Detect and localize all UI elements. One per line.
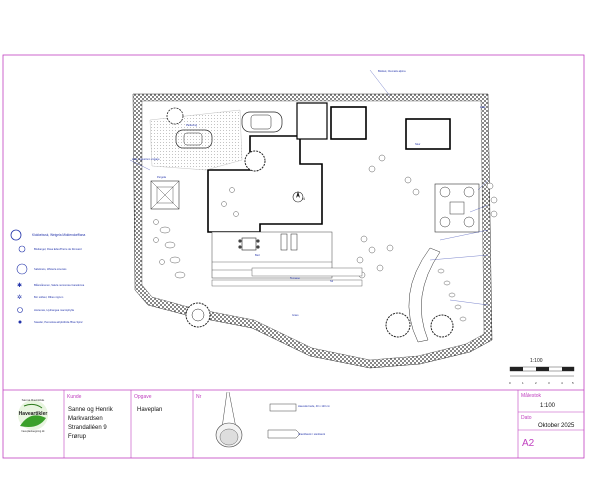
legend: Klokkebusk, Weigela Middendorffiana Blod… [10,229,85,324]
scale-tick: 4 [561,381,563,385]
format-value: A2 [522,438,535,449]
note-hedge: Hæk [480,105,486,109]
legend-item-5: Hortensie, Hydrangea macrophylla [34,308,74,312]
note-terrace: Terrasse [290,276,301,280]
loungers-icon [280,233,298,251]
bed-strip [251,267,363,277]
dining-table-icon [238,237,260,251]
scale-tick: 2 [535,381,537,385]
star-icon: ✱ [17,282,22,289]
kunde-line-1: Sanne og Henrik [68,407,114,413]
annex-building [405,118,451,150]
scale-tick: 0 [509,381,511,385]
legend-item-3: Blåsmånenen, Salvia nemorosa Caradonna [34,283,85,287]
shrub-dots [153,154,498,279]
scale-tick: 1 [522,381,524,385]
logo-sub: haveplanlaegning.dk [22,430,46,433]
legend-title: Klokkebusk, Weigela Middendorffiana [32,233,85,237]
tree-2 [244,150,266,172]
scale-label: 1:100 [530,358,543,364]
opgave-label: Opgave [134,394,152,400]
company-logo: Sanna Ravnkilde Haveartikler haveplanlae… [18,398,48,433]
tree-4 [430,314,454,338]
lawn-area [141,100,485,361]
dato-label: Dato [521,415,532,421]
north-label: N [302,196,305,201]
kunde-line-4: Frørup [68,434,87,440]
bench-symbol [267,429,301,439]
legend-item-6: Stauder, Perovskia atriplicifolia 'Blue … [34,320,84,324]
title-block: Sanna Ravnkilde Haveartikler haveplanlae… [3,389,584,458]
note-parking: Parkering [186,123,198,127]
path-strip [211,279,363,287]
seating-area [434,183,480,233]
hanging-chair-icon [215,391,243,448]
maalestok-value: 1:100 [540,403,556,409]
opgave-value: Haveplan [137,407,162,413]
tb-legend-note-1: Hævede bede, 40 x 120 cm [298,404,330,408]
note-hedge-left: Hæk, Ligustrum vulgare [132,157,160,161]
kunde-line-2: Markvardsen [68,416,103,422]
stepping-stones [437,268,467,322]
curved-bed [408,247,441,343]
legend-item-4: Bor solbær, Ribes nigrum [34,295,63,299]
tb-legend-note-2: Granitbænk / stenbænk [298,432,326,436]
scale-tick: 5 [572,381,574,385]
scale-bar: 1:100 0 1 2 3 4 5 [509,358,575,385]
car-2 [241,111,283,133]
raised-bed-symbol [269,403,297,412]
garage-building [296,102,328,140]
driveway [149,109,243,171]
note-pergola: Pergola [157,175,166,179]
kunde-label: Kunde [67,394,82,400]
pergola-icon [150,180,180,210]
kunde-line-3: Strandalléen 9 [68,425,107,431]
scale-tick: 3 [548,381,550,385]
maalestok-label: Målestok [521,392,542,399]
flower-icon: ✲ [17,294,22,301]
note-garden: Græs [292,313,299,317]
logo-top-text: Sanna Ravnkilde [22,398,45,402]
note-shed: Skur [415,142,420,146]
tree-5 [166,107,184,125]
legend-item-2: Sølvkrans, Wisteria sinensis [34,267,67,271]
legend-item-1: Blodangel, Rosa Eden/Pierre de Ronsard [34,247,82,251]
note-top-center: Bistkuk, Clematis alpina [378,69,406,73]
logo-name: Haveartikler [19,411,48,417]
north-arrow-icon: N [292,191,305,203]
note-bed: Bed [255,253,260,257]
tree-1 [185,302,211,328]
shed-building [330,106,367,140]
dato-value: Oktober 2025 [538,423,575,429]
nr-label: Nr [196,394,202,400]
tree-3 [385,312,411,338]
stepping-stones-left [159,226,186,279]
leader-lines [129,69,489,306]
note-path: Sti [330,279,333,283]
